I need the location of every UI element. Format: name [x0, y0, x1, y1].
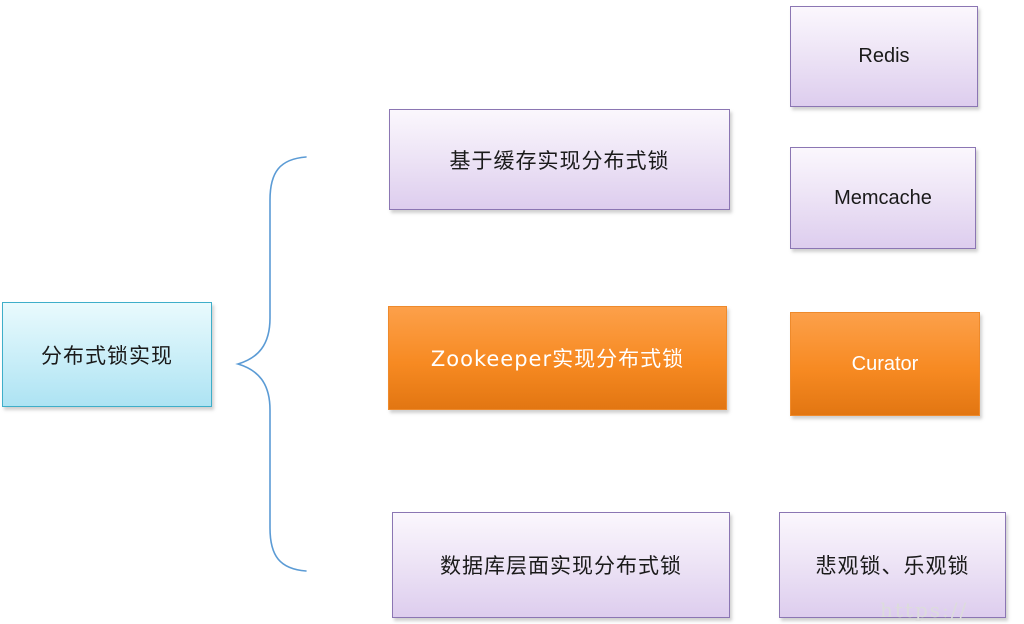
memcache-label: Memcache: [834, 186, 932, 209]
redis-label: Redis: [858, 45, 910, 67]
curator-node: Curator: [790, 312, 980, 416]
database-lock-label: 数据库层面实现分布式锁: [440, 554, 682, 578]
cache-lock-label: 基于缓存实现分布式锁: [449, 148, 670, 173]
watermark: https://: [880, 598, 969, 622]
memcache-node: Memcache: [790, 147, 976, 249]
zookeeper-lock-node: Zookeeper实现分布式锁: [388, 306, 727, 410]
redis-node: Redis: [790, 6, 978, 107]
curator-label: Curator: [851, 352, 919, 375]
database-lock-node: 数据库层面实现分布式锁: [392, 512, 730, 618]
left-brace: [235, 156, 307, 572]
cache-lock-node: 基于缓存实现分布式锁: [389, 109, 730, 210]
root-node-label: 分布式锁实现: [41, 343, 173, 368]
pessimistic-optimistic-lock-label: 悲观锁、乐观锁: [815, 554, 970, 578]
root-node: 分布式锁实现: [2, 302, 212, 407]
zookeeper-lock-label: Zookeeper实现分布式锁: [430, 347, 685, 371]
